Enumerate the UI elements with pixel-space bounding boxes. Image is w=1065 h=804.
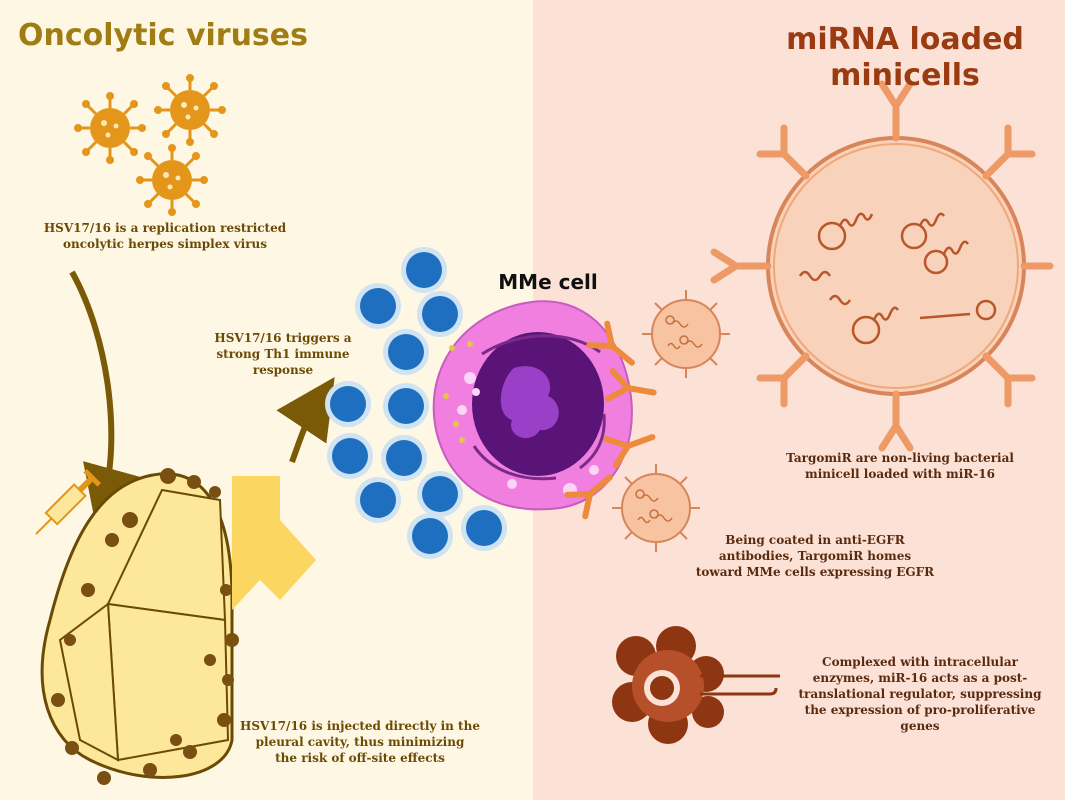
trachea-icon xyxy=(232,476,316,610)
egfr-caption: Being coated in anti-EGFR antibodies, Ta… xyxy=(690,532,940,580)
risc-complex-icon xyxy=(612,626,780,744)
mir16-caption-line: enzymes, miR-16 acts as a post- xyxy=(812,671,1028,685)
targomir-caption-line: TargomiR are non-living bacterial xyxy=(786,451,1014,465)
egfr-caption-line: antibodies, TargomiR homes xyxy=(718,549,912,563)
mir16-caption-line: Complexed with intracellular xyxy=(822,655,1018,669)
immune-caption-line: response xyxy=(252,363,314,377)
mirna-icon xyxy=(798,212,997,345)
virus-caption-line: HSV17/16 is a replication restricted xyxy=(43,221,287,235)
left-panel-title: Oncolytic viruses xyxy=(18,18,308,53)
minicell-icon xyxy=(710,80,1054,452)
immune-caption-line: HSV17/16 triggers a xyxy=(214,331,352,345)
injection-caption-line: the risk of off-site effects xyxy=(275,751,445,765)
mme-cell-icon xyxy=(432,300,633,511)
immune-arrow xyxy=(276,377,335,464)
targomir-caption-line: minicell loaded with miR-16 xyxy=(805,467,995,481)
right-title-line-2: minicells xyxy=(830,58,980,93)
lung-icon xyxy=(40,468,239,785)
mir16-caption: Complexed with intracellular enzymes, mi… xyxy=(790,654,1050,734)
syringe-icon xyxy=(35,468,102,535)
mir16-caption-line: the expression of pro-proliferative xyxy=(804,703,1036,717)
targomir-caption: TargomiR are non-living bacterial minice… xyxy=(770,450,1030,482)
injection-caption-line: HSV17/16 is injected directly in the xyxy=(240,719,480,733)
virus-caption-line: oncolytic herpes simplex virus xyxy=(62,237,268,251)
egfr-caption-line: toward MMe cells expressing EGFR xyxy=(695,565,935,579)
right-title-line-1: miRNA loaded xyxy=(786,22,1024,57)
immune-caption-line: strong Th1 immune xyxy=(216,347,350,361)
egfr-caption-line: Being coated in anti-EGFR xyxy=(725,533,905,547)
virus-caption: HSV17/16 is a replication restricted onc… xyxy=(20,220,310,252)
immune-caption: HSV17/16 triggers a strong Th1 immune re… xyxy=(208,330,358,378)
right-panel-title: miRNA loaded minicells xyxy=(760,22,1050,94)
mir16-caption-line: translational regulator, suppressing xyxy=(798,687,1042,701)
mme-cell-label: MMe cell xyxy=(498,270,598,294)
mir16-caption-line: genes xyxy=(900,719,940,733)
injection-arrow xyxy=(69,270,141,527)
injection-caption-line: pleural cavity, thus minimizing xyxy=(255,735,465,749)
injection-caption: HSV17/16 is injected directly in the ple… xyxy=(210,718,510,766)
